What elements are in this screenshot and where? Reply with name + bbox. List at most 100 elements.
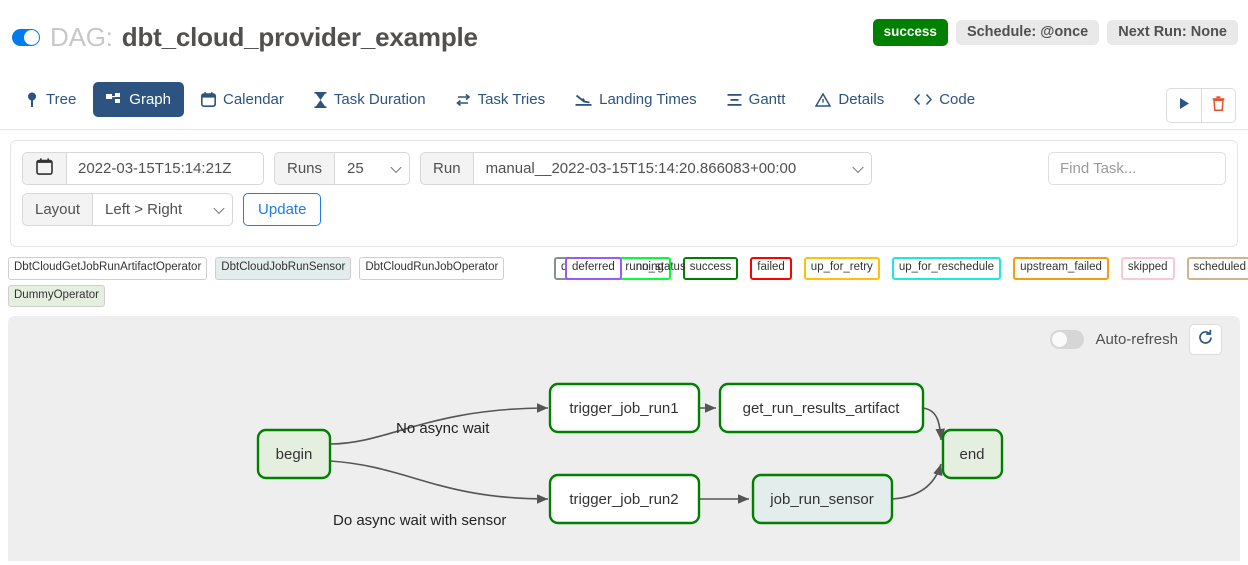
dag-action-buttons	[1166, 88, 1236, 123]
dag-header: DAG: dbt_cloud_provider_example success …	[0, 0, 1248, 70]
layout-select-value: Left > Right	[105, 201, 183, 218]
layout-select[interactable]: Left > Right	[92, 193, 234, 226]
status-chip-deferred[interactable]: deferred	[564, 257, 622, 280]
graph-icon	[106, 92, 122, 107]
runs-select[interactable]: 25	[334, 152, 411, 185]
layout-group: Layout Left > Right	[22, 193, 234, 226]
landing-icon	[575, 92, 592, 107]
update-button[interactable]: Update	[243, 193, 322, 226]
controls-row-1: 2022-03-15T15:14:21Z Runs 25 Run manual_…	[22, 152, 1226, 185]
operator-chip[interactable]: DbtCloudGetJobRunArtifactOperator	[8, 257, 208, 280]
tab-graph-label: Graph	[129, 91, 171, 108]
base-date-input[interactable]: 2022-03-15T15:14:21Z	[66, 152, 264, 185]
trash-icon	[1212, 95, 1225, 116]
task-node-get-run-results-artifact[interactable]: get_run_results_artifact	[718, 382, 925, 434]
tab-code[interactable]: Code	[901, 82, 988, 117]
task-node-label: get_run_results_artifact	[743, 400, 901, 417]
status-chip-skipped[interactable]: skipped	[1120, 257, 1175, 280]
tab-code-label: Code	[939, 91, 976, 108]
run-select[interactable]: manual__2022-03-15T15:14:20.866083+00:00	[472, 152, 872, 185]
controls-row-2: Layout Left > Right Update	[22, 193, 1226, 226]
legend: DbtCloudGetJobRunArtifactOperator DbtClo…	[8, 257, 1248, 307]
task-node-label: trigger_job_run1	[569, 400, 678, 417]
search-input[interactable]: Find Task...	[1048, 152, 1226, 185]
task-node-label: end	[959, 446, 984, 463]
task-node-label: trigger_job_run2	[569, 491, 678, 508]
run-select-value: manual__2022-03-15T15:14:20.866083+00:00	[485, 160, 797, 177]
tab-gantt[interactable]: Gantt	[714, 82, 799, 117]
runs-label: Runs	[274, 152, 335, 185]
status-chip-up-for-retry[interactable]: up_for_retry	[803, 257, 880, 280]
status-chip-running[interactable]: running	[618, 257, 671, 280]
refresh-icon	[1197, 329, 1214, 351]
graph-refresh-controls: Auto-refresh	[1050, 324, 1222, 355]
schedule-badge[interactable]: Schedule: @once	[955, 19, 1100, 45]
header-badges: success Schedule: @once Next Run: None	[872, 19, 1238, 46]
runs-select-value: 25	[347, 160, 364, 177]
dag-title-row: DAG: dbt_cloud_provider_example	[12, 0, 1236, 53]
auto-refresh-toggle[interactable]	[1050, 330, 1085, 349]
status-chip-no-status[interactable]: no_status	[635, 261, 686, 273]
play-icon	[1178, 97, 1190, 115]
dag-view-tabs: Tree Graph Calendar Task Duration Task T…	[0, 70, 1248, 130]
tab-calendar[interactable]: Calendar	[188, 82, 297, 117]
tab-details-label: Details	[838, 91, 885, 108]
tab-task-duration[interactable]: Task Duration	[301, 82, 439, 117]
tab-graph[interactable]: Graph	[93, 82, 184, 117]
operator-chip[interactable]: DbtCloudRunJobOperator	[359, 257, 505, 280]
tab-landing-times-label: Landing Times	[599, 91, 697, 108]
task-node-job-run-sensor[interactable]: job_run_sensor	[751, 473, 894, 525]
gantt-icon	[727, 93, 742, 107]
trigger-dag-button[interactable]	[1167, 89, 1201, 122]
status-chip-scheduled[interactable]: scheduled	[1186, 257, 1248, 280]
page-title: dbt_cloud_provider_example	[121, 22, 478, 52]
graph-edge-labels: No async wait Do async wait with sensor	[333, 420, 506, 529]
calendar-icon	[36, 157, 53, 180]
tree-icon	[25, 92, 39, 108]
calendar-picker-button[interactable]	[22, 152, 66, 185]
task-node-label: begin	[276, 446, 313, 463]
status-chip-upstream-failed[interactable]: upstream_failed	[1013, 257, 1109, 280]
next-run-badge[interactable]: Next Run: None	[1107, 19, 1238, 45]
operator-chip[interactable]: DummyOperator	[8, 284, 105, 307]
runs-group: Runs 25	[274, 152, 411, 185]
task-node-label: job_run_sensor	[769, 491, 873, 508]
task-node-begin[interactable]: begin	[256, 428, 332, 480]
tab-task-tries-label: Task Tries	[477, 91, 546, 108]
layout-label: Layout	[22, 193, 93, 226]
edge-label: No async wait	[396, 420, 490, 437]
tab-details[interactable]: Details	[802, 82, 897, 117]
details-icon	[815, 92, 832, 107]
tab-gantt-label: Gantt	[748, 91, 786, 108]
task-node-trigger-job-run2[interactable]: trigger_job_run2	[548, 473, 701, 525]
graph-controls-panel: 2022-03-15T15:14:21Z Runs 25 Run manual_…	[10, 140, 1238, 247]
dag-graph-canvas[interactable]: Auto-refresh	[8, 316, 1240, 561]
edge-sensor-end	[891, 463, 943, 500]
status-chip-up-for-reschedule[interactable]: up_for_reschedule	[891, 257, 1002, 280]
operator-chip[interactable]: DbtCloudJobRunSensor	[215, 257, 352, 280]
hourglass-icon	[314, 91, 327, 108]
task-node-trigger-job-run1[interactable]: trigger_job_run1	[548, 382, 701, 434]
tab-tree-label: Tree	[46, 91, 77, 108]
operator-legend: DbtCloudGetJobRunArtifactOperator DbtClo…	[8, 257, 548, 307]
tab-task-tries[interactable]: Task Tries	[443, 82, 559, 117]
delete-dag-button[interactable]	[1201, 89, 1235, 122]
tab-calendar-label: Calendar	[223, 91, 284, 108]
edge-begin-trigger1	[329, 403, 549, 445]
status-chip-failed[interactable]: failed	[750, 257, 792, 280]
dag-pause-toggle-icon[interactable]	[12, 29, 40, 46]
status-legend: queued running success failed up_for_ret…	[554, 257, 1248, 280]
retry-icon	[455, 93, 471, 107]
task-node-end[interactable]: end	[941, 428, 1004, 480]
graph-edges	[329, 403, 946, 504]
tab-tree[interactable]: Tree	[12, 82, 89, 117]
edge-label: Do async wait with sensor	[333, 512, 506, 529]
dag-graph-svg: begin trigger_job_run1 get_run_results_a…	[256, 382, 1004, 529]
refresh-button[interactable]	[1189, 324, 1222, 355]
status-chip-success[interactable]: success	[682, 257, 739, 280]
edge-begin-trigger2	[329, 460, 549, 504]
tab-task-duration-label: Task Duration	[333, 91, 426, 108]
chevron-down-icon	[390, 161, 402, 173]
auto-refresh-label: Auto-refresh	[1095, 331, 1178, 348]
tab-landing-times[interactable]: Landing Times	[562, 82, 710, 117]
